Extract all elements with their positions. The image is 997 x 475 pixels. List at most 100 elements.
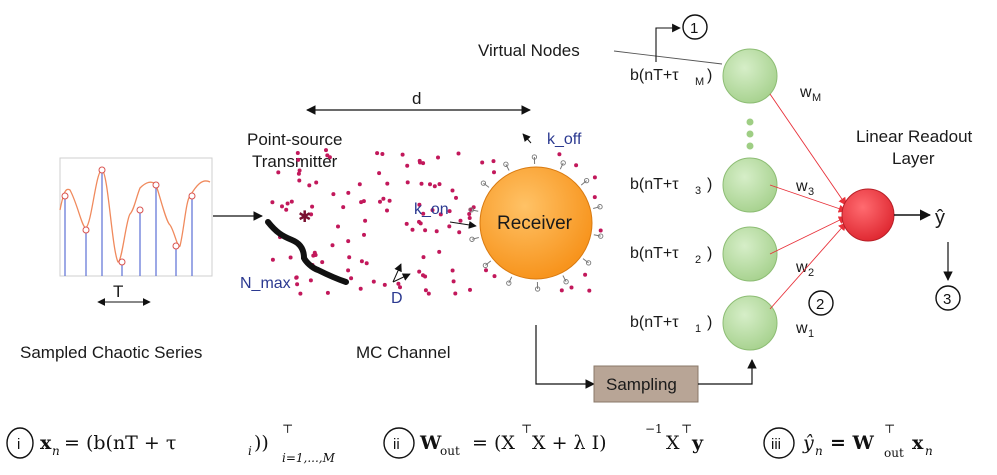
svg-text:n: n: [925, 444, 933, 458]
molecule: [362, 232, 366, 237]
svg-text:i: i: [17, 436, 20, 453]
virtual-node: [722, 48, 778, 104]
receptor: [593, 234, 601, 237]
molecule: [375, 151, 380, 156]
virtual-node-sub: M: [695, 76, 704, 88]
marker-2-icon: [808, 290, 834, 316]
molecule: [382, 282, 387, 287]
receptor: [471, 209, 479, 212]
svg-text:y: y: [691, 432, 704, 454]
series-sample-point: [188, 192, 196, 200]
molecule: [430, 208, 435, 213]
molecule: [484, 268, 488, 273]
weight-arrow: [769, 216, 847, 255]
molecule: [404, 221, 409, 226]
virtual-node: [722, 226, 778, 282]
molecule: [378, 199, 382, 204]
svg-text:X + λ I): X + λ I): [532, 432, 607, 454]
receptor: [505, 164, 510, 171]
marker-2-label: 2: [816, 296, 824, 313]
molecule: [421, 211, 426, 216]
molecule: [437, 249, 442, 254]
molecule: [349, 276, 354, 281]
series-sample-point: [98, 166, 106, 174]
molecule: [405, 180, 410, 185]
molecule-cloud: [270, 148, 603, 296]
equation-iii: iii ŷ n = W ⊤ out x n: [763, 422, 933, 460]
virtual-node-sub: 2: [695, 254, 701, 266]
molecule: [363, 218, 368, 223]
molecule: [324, 148, 328, 153]
marker-3-icon: [935, 285, 961, 311]
molecule: [450, 268, 455, 273]
molecule: [289, 199, 294, 204]
molecule: [480, 160, 485, 165]
svg-text:X: X: [666, 432, 680, 454]
molecule: [467, 216, 472, 220]
virtual-node-label: b(nT+τ: [630, 245, 679, 262]
molecule: [569, 285, 574, 290]
molecule: [284, 207, 289, 212]
virtual-node-sub: 3: [695, 185, 701, 197]
molecule: [405, 163, 410, 168]
svg-text:out: out: [440, 444, 460, 458]
molecule: [587, 288, 592, 293]
molecule: [330, 243, 335, 248]
weight-label: w: [795, 259, 808, 276]
molecule: [396, 281, 401, 286]
molecule: [426, 291, 431, 296]
molecule: [437, 182, 442, 187]
virtual-node: [722, 157, 778, 213]
molecule: [325, 290, 330, 295]
molecule: [381, 196, 386, 201]
virtual-node-close: ): [707, 67, 712, 84]
receptor: [580, 180, 587, 186]
molecule: [592, 175, 597, 180]
molecule: [298, 291, 303, 296]
molecule: [294, 275, 299, 280]
series-sample-point: [61, 192, 69, 200]
virtual-node: [722, 295, 778, 351]
mc-channel-label: MC Channel: [356, 343, 451, 362]
molecule: [312, 250, 317, 255]
molecule: [310, 204, 315, 209]
series-stems: [64, 170, 193, 276]
molecule: [307, 183, 312, 188]
svg-text:)): )): [254, 432, 269, 454]
molecule: [436, 155, 440, 160]
molecule: [471, 205, 476, 210]
svg-text:−1: −1: [645, 422, 663, 436]
molecule: [421, 255, 426, 260]
molecule: [438, 212, 443, 217]
molecule: [428, 182, 432, 187]
weight-label: w: [795, 178, 808, 195]
molecule: [359, 259, 364, 264]
molecule: [583, 272, 588, 277]
sampling-label: Sampling: [606, 375, 677, 394]
receiver-sphere: [479, 166, 593, 280]
receptor: [593, 206, 601, 209]
weight-sub: M: [812, 92, 821, 104]
svg-text:iii: iii: [771, 436, 781, 453]
molecule: [491, 159, 496, 164]
readout-label-line1: Linear Readout: [856, 127, 973, 146]
receptor: [562, 275, 567, 282]
molecule: [346, 190, 351, 195]
virtual-node-close: ): [707, 176, 712, 193]
molecule: [398, 285, 402, 290]
molecule: [280, 204, 284, 209]
mc-channel: Point-source Transmitter d ✱ N_max D k_o…: [240, 89, 604, 307]
readout-label-line2: Layer: [892, 149, 935, 168]
molecule: [447, 209, 452, 214]
virtual-node-sub: 1: [695, 323, 701, 335]
receptor: [483, 182, 490, 188]
distance-label: d: [412, 89, 421, 108]
molecule: [270, 257, 275, 262]
molecule: [557, 152, 562, 157]
virtual-node-label: b(nT+τ: [630, 67, 679, 84]
weight-sub: 2: [808, 267, 814, 279]
readout-neuron: [841, 188, 895, 242]
svg-text:= (X: = (X: [472, 432, 515, 454]
